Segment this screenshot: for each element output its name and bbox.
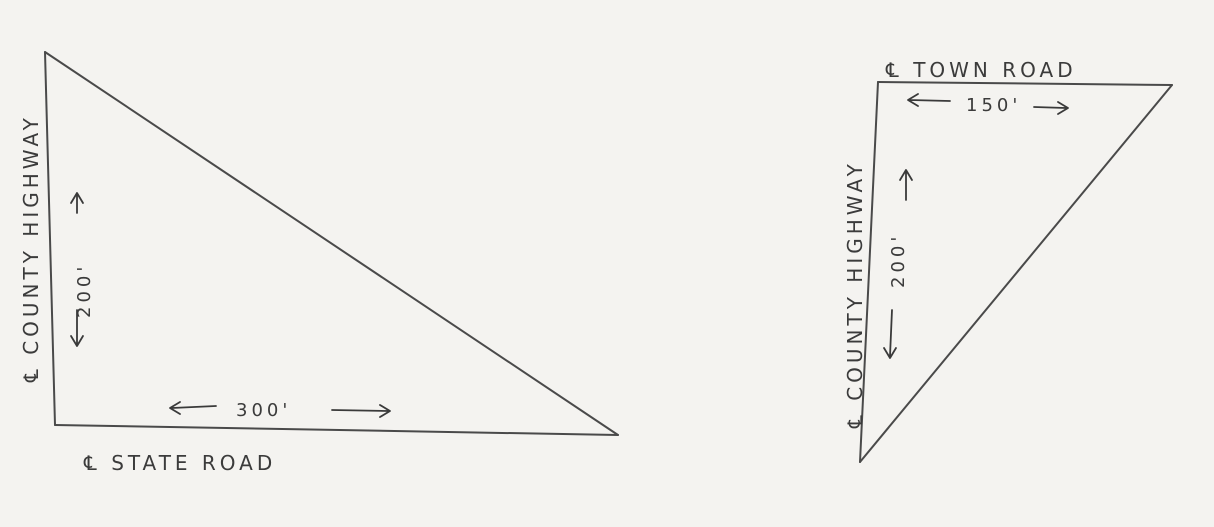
arrow-left-icon <box>169 401 217 415</box>
left-county-highway-label: ℄ COUNTY HIGHWAY <box>19 114 43 383</box>
right-triangle: ℄ TOWN ROAD 150' ℄ COUNTY HIGHWAY 200' <box>843 58 1173 463</box>
right-top-dimension-label: 150' <box>966 95 1021 116</box>
arrow-up-icon <box>899 169 913 201</box>
right-triangle-hypotenuse <box>859 84 1173 463</box>
right-triangle-town-road-edge <box>877 81 1173 86</box>
arrow-right-icon <box>331 404 391 418</box>
arrow-down-icon <box>70 309 84 347</box>
arrow-left-icon <box>907 93 951 107</box>
left-horizontal-dimension-label: 300' <box>236 400 291 421</box>
right-town-road-label: ℄ TOWN ROAD <box>885 58 1077 82</box>
arrow-down-icon <box>883 309 897 359</box>
arrow-up-icon <box>70 192 84 214</box>
right-triangle-county-highway-edge <box>859 81 879 463</box>
left-triangle-county-highway-edge <box>44 51 56 426</box>
left-state-road-label: ℄ STATE ROAD <box>83 451 276 475</box>
left-vertical-dimension-label: 200' <box>74 263 95 318</box>
left-triangle-state-road-edge <box>54 424 619 436</box>
right-county-highway-label: ℄ COUNTY HIGHWAY <box>843 160 867 429</box>
right-vertical-dimension-label: 200' <box>888 233 909 288</box>
arrow-right-icon <box>1033 101 1069 115</box>
left-triangle-hypotenuse <box>44 51 619 436</box>
left-triangle: ℄ COUNTY HIGHWAY 200' 300' ℄ STATE ROAD <box>19 51 619 475</box>
